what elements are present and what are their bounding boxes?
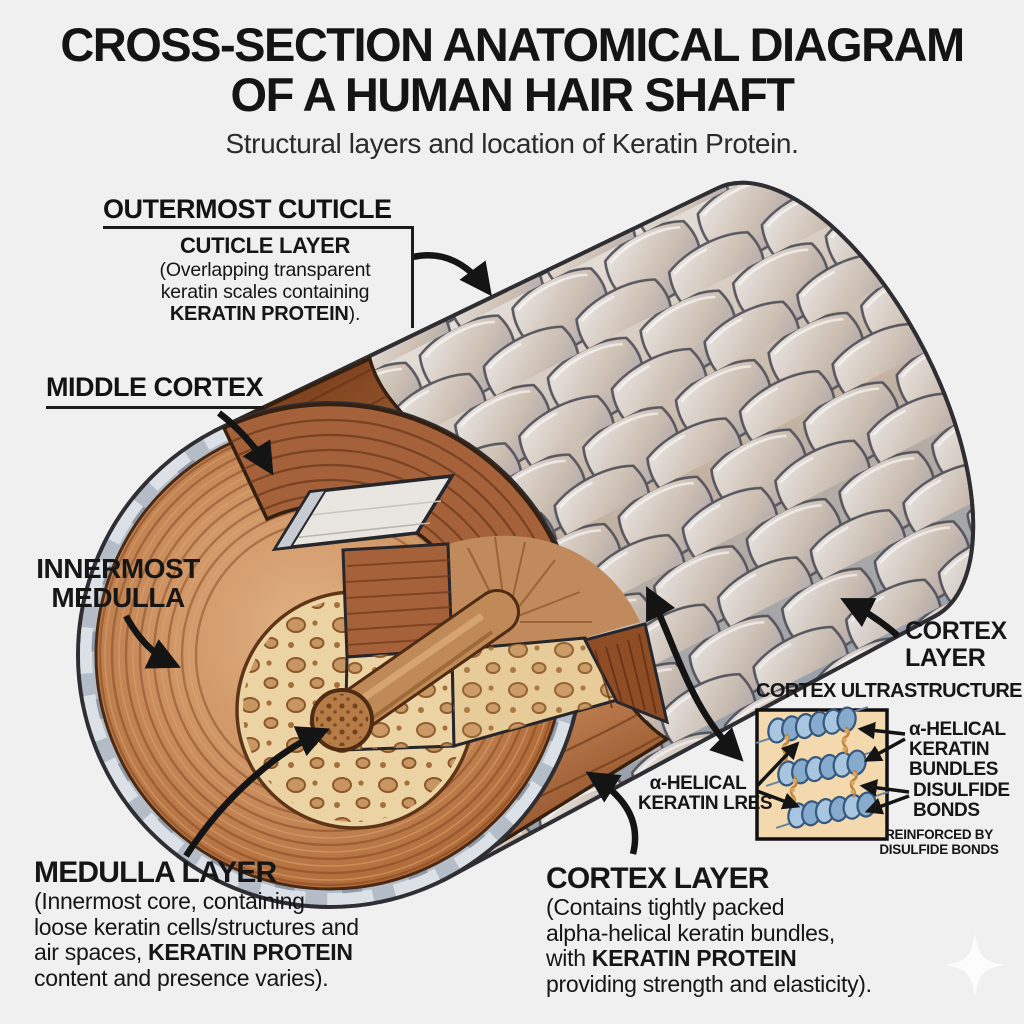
medulla-layer-heading: MEDULLA LAYER [34, 856, 277, 889]
inset-heading: CORTEX ULTRASTRUCTURE [756, 680, 1023, 702]
inset-label-keratin-fibres: α-HELICAL KERATIN LRES [638, 773, 773, 814]
cut-wedge [271, 473, 670, 752]
title-line-1: CROSS-SECTION ANATOMICAL DIAGRAM [60, 18, 965, 71]
page-title: CROSS-SECTION ANATOMICAL DIAGRAM OF A HU… [0, 20, 1024, 120]
medulla-layer-description: MEDULLA LAYER (Innermost core, containin… [34, 856, 359, 991]
middle-cortex-heading: MIDDLE CORTEX [46, 372, 264, 402]
title-line-2: OF A HUMAN HAIR SHAFT [230, 68, 795, 121]
callout-line [46, 406, 264, 409]
callout-line [103, 226, 414, 229]
innermost-medulla-heading: INNERMOST MEDULLA [36, 553, 200, 613]
cortex-to-inset-arrow [646, 586, 744, 762]
cut-top-plank [271, 473, 456, 552]
medulla-layer-callout-arrow [183, 726, 330, 858]
cortex-layer-right-heading: CORTEX LAYER [905, 617, 1007, 672]
callout-arrows [123, 252, 901, 858]
cuticle-box-desc-line: (Overlapping transparent [159, 259, 371, 281]
outermost-cuticle-heading: OUTERMOST CUTICLE [103, 194, 392, 224]
inset-label-disulfide-bonds: DISULFIDE BONDS [913, 780, 1010, 821]
callout-line [411, 226, 414, 328]
cortex-layer-right-callout-arrow [840, 598, 901, 639]
inset-label-arrows [755, 721, 910, 815]
cuticle-box-desc-line: keratin scales containing [160, 281, 370, 303]
cuticle-callout-arrow [412, 252, 492, 297]
cortex-layer-bottom-callout-arrow [585, 771, 639, 855]
cortex-ultrastructure-inset [751, 700, 910, 841]
cortex-layer-description: CORTEX LAYER (Contains tightly packed al… [546, 862, 872, 997]
inset-label-keratin-bundles: α-HELICAL KERATIN BUNDLES [909, 719, 1006, 780]
medulla-core-end [310, 688, 374, 752]
inset-footnote: REINFORCED BY DISULFIDE BONDS [879, 827, 999, 857]
cuticle-box-title: CUTICLE LAYER [179, 233, 351, 258]
cuticle-box-desc-line: KERATIN PROTEIN). [169, 303, 361, 325]
cuticle-layer-description: CUTICLE LAYER (Overlapping transparent k… [125, 233, 405, 325]
hair-shaft-illustration [76, 180, 976, 909]
sparkle-icon [945, 933, 1005, 997]
page-subtitle: Structural layers and location of Kerati… [225, 128, 799, 159]
middle-cortex-callout-arrow [217, 410, 274, 476]
innermost-medulla-callout-arrow [123, 614, 181, 669]
cortex-layer-heading: CORTEX LAYER [546, 862, 769, 895]
